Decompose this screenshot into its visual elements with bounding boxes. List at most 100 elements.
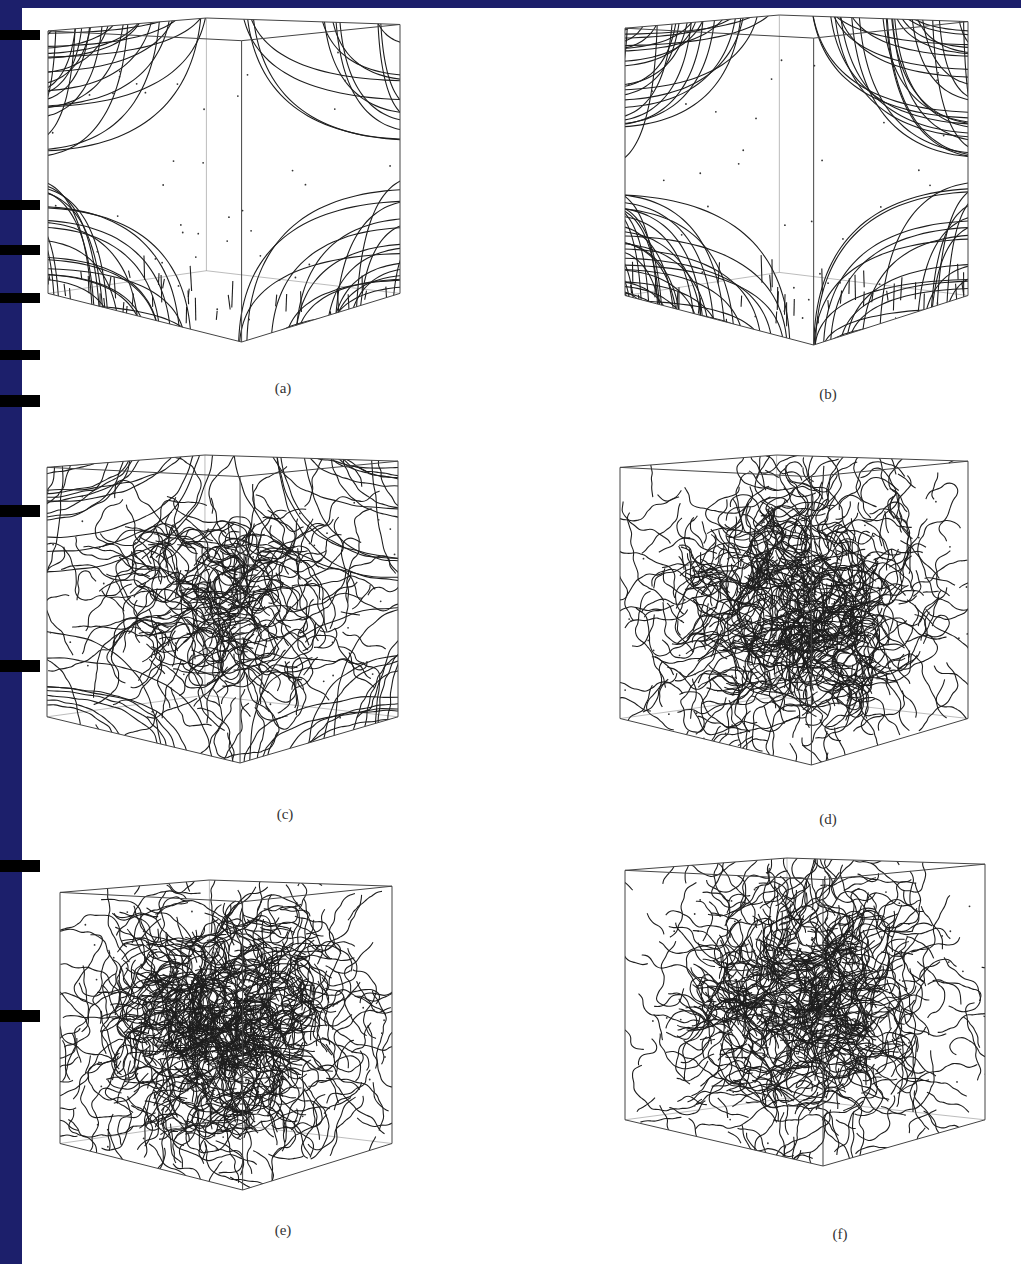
dislocation-line [857, 531, 870, 579]
dislocation-line [608, 0, 693, 122]
dislocation-line [246, 466, 287, 565]
dislocation-line [142, 784, 158, 813]
dislocation-line [338, 647, 380, 718]
line-end-dot [228, 216, 230, 218]
dislocation-line [300, 1193, 346, 1203]
dislocation-line [745, 349, 770, 442]
dislocation-line [172, 631, 178, 651]
line-end-dot [819, 273, 821, 275]
line-end-dot [334, 108, 336, 110]
dislocation-line [81, 1086, 132, 1118]
dislocation-line [30, 318, 155, 348]
dislocation-line [30, 206, 180, 348]
dislocation-line [252, 596, 269, 711]
dislocation-line [635, 591, 665, 687]
dislocation-line [608, 202, 715, 352]
line-end-dot [249, 624, 251, 626]
dislocation-line [255, 559, 306, 619]
dislocation-line [276, 573, 318, 641]
dislocation-line [241, 689, 251, 716]
dislocation-line [940, 728, 955, 752]
dislocation-line [221, 1187, 252, 1206]
dislocation-line [162, 631, 224, 667]
dislocation-line [79, 983, 148, 1005]
dislocation-line [41, 547, 73, 655]
cube-edge [47, 695, 205, 717]
dislocation-line [676, 549, 695, 608]
dislocation-line [304, 584, 335, 629]
dislocation-line [897, 655, 917, 669]
dislocation-line [197, 560, 239, 612]
dislocation-line [608, 208, 704, 352]
dislocation-line [608, 0, 664, 50]
dislocation-line [836, 563, 873, 624]
dislocation-line [177, 543, 254, 610]
dislocation-line [200, 689, 223, 754]
line-end-dot [133, 617, 135, 619]
dislocation-line [746, 560, 778, 583]
line-end-dot [145, 92, 147, 94]
line-end-dot [935, 501, 937, 503]
dislocation-line [94, 597, 131, 705]
dislocation-line [632, 262, 633, 282]
dislocation-line [901, 277, 902, 300]
dislocation-line [335, 1197, 338, 1239]
cube-edge [240, 461, 398, 476]
line-end-dot [966, 586, 968, 588]
line-end-dot [821, 160, 823, 162]
dislocation-line [30, 274, 144, 348]
line-end-dot [694, 673, 696, 675]
dislocation-line [260, 551, 277, 576]
dislocation-line [1008, 617, 1021, 625]
dislocation-line [820, 685, 863, 729]
line-end-dot [679, 654, 681, 656]
line-end-dot [389, 165, 391, 167]
dislocation-line [780, 564, 805, 641]
cube-edge [242, 24, 400, 40]
dislocation-line [30, 0, 83, 95]
dislocation-line [186, 519, 213, 541]
line-end-dot [643, 558, 645, 560]
dislocation-line [802, 475, 837, 492]
line-end-dot [880, 206, 882, 208]
line-end-dot [842, 238, 844, 240]
dislocation-line [890, 0, 985, 54]
dislocation-line [30, 0, 190, 47]
dislocation-line [658, 495, 680, 502]
dislocation-line [877, 385, 923, 457]
dislocation-line [862, 235, 985, 352]
dislocation-line [846, 264, 985, 351]
dislocation-line [247, 551, 270, 562]
line-end-dot [221, 611, 223, 613]
dislocation-line [911, 560, 967, 590]
line-end-dot [305, 184, 307, 186]
line-end-dot [636, 301, 638, 303]
dislocation-line [335, 0, 418, 131]
dislocation-line [863, 292, 865, 307]
dislocation-line [30, 305, 114, 348]
dislocation-line [814, 239, 985, 352]
cube-edge [813, 38, 814, 345]
dislocation-line [30, 179, 93, 348]
dislocation-line [608, 241, 682, 352]
dislocation-line [834, 437, 878, 446]
dislocation-line [0, 963, 2, 966]
dislocation-line [819, 568, 830, 578]
dislocation-line [300, 291, 302, 312]
dislocation-line [750, 672, 817, 699]
dislocation-line [1014, 525, 1021, 576]
dislocation-line [681, 547, 728, 580]
line-end-dot [929, 184, 931, 186]
dislocation-line [841, 595, 858, 691]
dislocation-line [348, 891, 382, 920]
dislocation-line [343, 632, 386, 649]
dislocation-line [610, 563, 664, 600]
dislocation-line [818, 619, 856, 657]
dislocation-line [923, 294, 925, 320]
cube-edge [777, 455, 968, 461]
dislocation-line [30, 220, 171, 348]
dislocation-line [785, 704, 800, 738]
line-end-dot [638, 311, 640, 313]
line-end-dot [103, 583, 105, 585]
dislocation-line [287, 431, 415, 456]
